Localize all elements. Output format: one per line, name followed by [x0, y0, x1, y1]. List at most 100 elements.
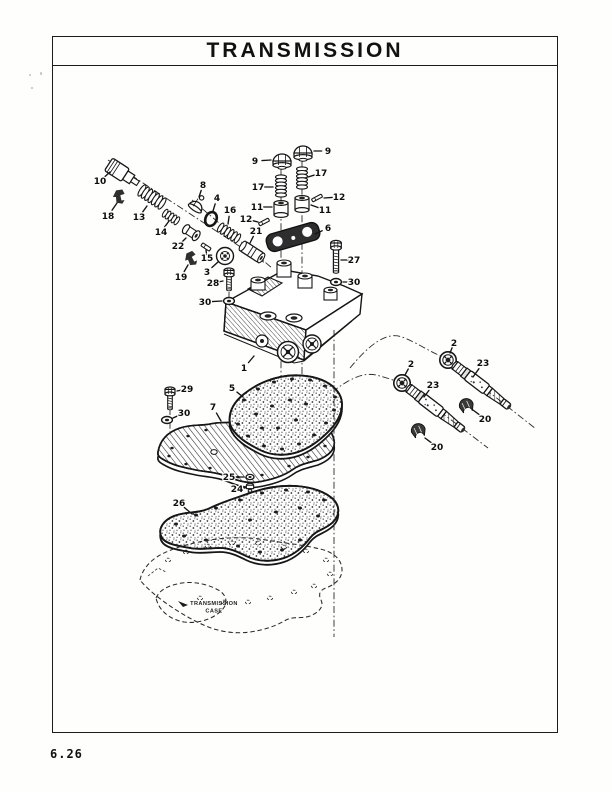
part-1-valve-body [223, 259, 364, 364]
part-30-washer-left [222, 296, 236, 306]
callout-30: 30 [348, 278, 361, 288]
callout-leader-16 [227, 215, 230, 225]
callout-leader-2 [449, 346, 453, 354]
part-6-plate [265, 221, 321, 253]
callout-9: 9 [325, 147, 331, 157]
callout-6: 6 [325, 224, 331, 234]
callout-leader-26 [183, 506, 193, 515]
part-12-pin-right [310, 193, 324, 203]
callout-leader-29 [176, 389, 184, 392]
callout-27: 27 [348, 256, 361, 266]
callout-leader-7 [215, 412, 222, 422]
part-30-washer-lower [160, 415, 174, 425]
callout-leader-18 [111, 202, 118, 211]
part-22-spool [181, 224, 201, 242]
callout-leader-14 [163, 220, 170, 228]
callout-11: 11 [251, 203, 264, 213]
callout-8: 8 [200, 181, 206, 191]
callout-leader-4 [212, 203, 216, 212]
scan-speck [31, 87, 33, 89]
callout-24: 24 [231, 485, 244, 495]
callout-16: 16 [224, 206, 237, 216]
callout-10: 10 [94, 177, 107, 187]
part-15-pin [200, 242, 212, 252]
callout-leader-9 [261, 159, 272, 162]
callout-1: 1 [241, 364, 247, 374]
callout-20: 20 [431, 443, 444, 453]
callout-23: 23 [427, 381, 440, 391]
callout-leader-24 [239, 487, 246, 490]
callout-leader-15 [205, 249, 208, 256]
callout-2: 2 [408, 360, 414, 370]
part-5-gasket [228, 374, 343, 460]
callout-leader-23 [472, 368, 480, 378]
part-4-o-ring [203, 210, 219, 228]
callout-leader-21 [249, 235, 254, 244]
callout-2: 2 [451, 339, 457, 349]
callout-leader-2 [404, 368, 409, 376]
transmission-case-outline: TRANSMISSION CASE [139, 537, 343, 634]
part-21-valve-spool [238, 240, 266, 264]
callout-17: 17 [252, 183, 265, 193]
part-9-plug-right [293, 145, 313, 162]
part-7-separator-plate [157, 416, 336, 489]
part-8-plug [187, 195, 205, 214]
part-20-clip-upper [457, 396, 476, 415]
callout-14: 14 [155, 228, 168, 238]
callout-leader-17 [307, 174, 316, 178]
callout-28: 28 [207, 279, 220, 289]
part-27-bolt [330, 239, 342, 274]
callout-leader-12 [250, 219, 259, 223]
callout-17: 17 [315, 169, 328, 179]
part-11-valve-left [273, 200, 289, 218]
callout-leader-12 [323, 196, 333, 199]
callout-leader-6 [314, 230, 323, 235]
part-13-spring [137, 184, 167, 210]
part-19-clip [184, 250, 198, 266]
callout-9: 9 [252, 157, 258, 167]
part-29-bolt [164, 386, 176, 411]
part-12-pin-left [257, 217, 271, 227]
callout-leader-13 [141, 205, 148, 213]
callout-19: 19 [175, 273, 188, 283]
callout-leader-1 [247, 355, 255, 364]
callout-leader-11 [310, 204, 320, 209]
part-14-spring [161, 208, 181, 226]
case-label-line2: CASE [205, 609, 222, 615]
callout-leader-5 [236, 391, 244, 398]
scan-speck [40, 72, 42, 75]
page-border: TRANSMISSION [52, 36, 558, 733]
left-valve-train [104, 158, 266, 266]
page-title: TRANSMISSION [206, 39, 404, 62]
part-25-washer [245, 473, 255, 481]
part-3-washer [215, 246, 235, 266]
part-18-clip [112, 188, 127, 204]
callout-leader-30 [172, 414, 180, 419]
callout-leader-20 [424, 437, 433, 444]
part-11-valve-right [294, 195, 310, 213]
callout-leader-10 [103, 171, 111, 178]
callout-12: 12 [333, 193, 346, 203]
part-10-plunger [104, 158, 141, 187]
callout-4: 4 [214, 194, 220, 204]
part-16-spring [216, 222, 242, 244]
part-17-spring-right [295, 166, 309, 190]
part-30-washer-right [329, 277, 343, 287]
part-28-bolt [223, 267, 235, 292]
page-number: 6.26 [50, 747, 83, 761]
callout-leader-8 [198, 189, 202, 198]
callout-21: 21 [250, 227, 263, 237]
callout-30: 30 [178, 409, 191, 419]
callout-12: 12 [240, 215, 253, 225]
callout-leader-3 [211, 261, 219, 269]
callout-leader-22 [180, 237, 187, 244]
callout-15: 15 [201, 254, 214, 264]
callout-5: 5 [229, 384, 235, 394]
callout-11: 11 [319, 206, 332, 216]
case-label-line1: TRANSMISSION [190, 601, 238, 607]
callout-leader-23 [423, 389, 430, 398]
callout-18: 18 [102, 212, 115, 222]
part-20-clip-lower [409, 421, 428, 440]
